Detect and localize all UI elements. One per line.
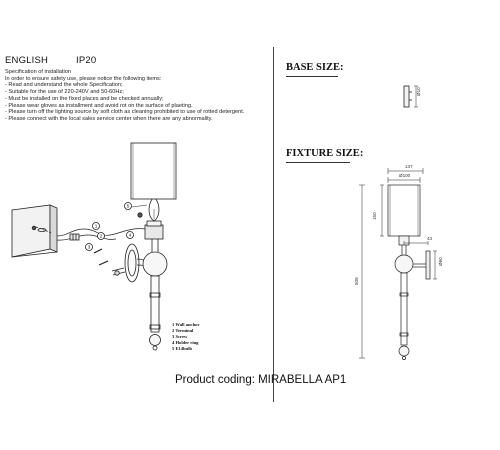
callout-3: 3 bbox=[88, 245, 91, 250]
fixture-size-underline bbox=[286, 162, 350, 163]
callout-1: 1 bbox=[95, 224, 98, 229]
spec-line: - Read and understand the whole Specific… bbox=[5, 82, 123, 89]
holder-ring bbox=[144, 224, 164, 240]
wall-anchor bbox=[37, 228, 47, 233]
fixture-shade bbox=[387, 184, 421, 237]
wire bbox=[56, 228, 147, 237]
terminal-block bbox=[69, 233, 80, 241]
legend-item: 4 Holder ring bbox=[172, 340, 199, 345]
fixture-stem bbox=[400, 272, 408, 346]
spec-line: - Suitable for the use of 220-240V and 5… bbox=[5, 89, 124, 96]
dim-overall-height: 508 bbox=[354, 277, 359, 285]
installation-drawing: 5 4 3 2 1 bbox=[11, 142, 177, 351]
language-label: ENGLISH bbox=[5, 55, 49, 66]
dim-shade-height: 150 bbox=[372, 212, 377, 220]
column-divider bbox=[273, 47, 274, 402]
spec-line: - Please connect with the local sales se… bbox=[5, 115, 213, 122]
legend-item: 5 E14bulb bbox=[172, 346, 193, 351]
screw bbox=[93, 248, 103, 254]
spec-line: - Please turn off the lighting source by… bbox=[5, 109, 245, 116]
spec-line: Specification of installation bbox=[5, 69, 71, 75]
spec-line: - Please wear gloves as installment and … bbox=[5, 102, 193, 109]
base-size-underline bbox=[286, 76, 338, 77]
lamp-shade bbox=[130, 142, 177, 200]
callout-4: 4 bbox=[129, 233, 132, 238]
fixture-size-drawing bbox=[359, 168, 437, 360]
parts-legend: 1 Wall anchor 2 Terminal 3 Screw 4 Holde… bbox=[172, 322, 199, 352]
dim-plate-diameter: Ø60 bbox=[438, 257, 443, 266]
dim-width: 137 bbox=[405, 164, 413, 169]
callout-2: 2 bbox=[100, 234, 103, 239]
fixture-sphere bbox=[394, 254, 414, 274]
product-coding: Product coding: MIRABELLA AP1 bbox=[175, 374, 347, 386]
spec-line: - Must be installed on the fixed places … bbox=[5, 95, 164, 102]
legend-item: 2 Terminal bbox=[172, 328, 194, 333]
ip-rating-label: IP20 bbox=[76, 55, 97, 66]
dim-shade-diameter: Ø100 bbox=[399, 173, 411, 178]
lamp-stem bbox=[150, 275, 160, 333]
wall-plate bbox=[11, 204, 51, 258]
spec-line: In order to ensure safety use, please no… bbox=[5, 75, 162, 82]
base-size-title: BASE SIZE: bbox=[286, 62, 344, 73]
legend-item: 1 Wall anchor bbox=[172, 322, 200, 327]
callout-5: 5 bbox=[127, 204, 130, 209]
lamp-sphere bbox=[142, 251, 168, 277]
lamp-back-plate bbox=[124, 243, 140, 283]
base-dim: Ø10 bbox=[416, 87, 421, 96]
fixture-size-title: FIXTURE SIZE: bbox=[286, 148, 364, 159]
base-size-drawing bbox=[403, 85, 418, 108]
dim-projection: 43 bbox=[427, 236, 433, 241]
spec-text: Specification of installation In order t… bbox=[5, 69, 244, 123]
fixture-wall-plate bbox=[425, 250, 431, 280]
legend-item: 3 Screw bbox=[172, 334, 188, 339]
